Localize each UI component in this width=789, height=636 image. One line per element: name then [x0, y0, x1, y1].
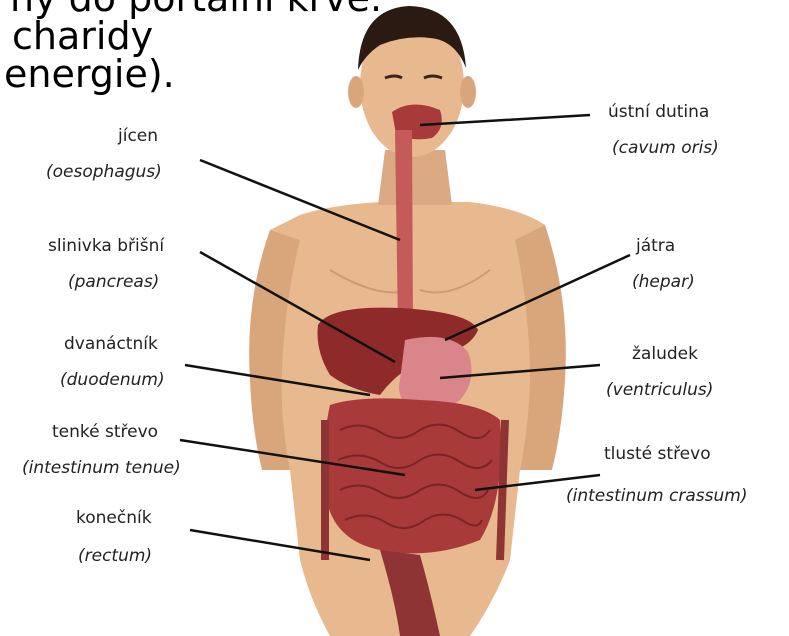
- label-zaludek-latin: (ventriculus): [606, 380, 713, 400]
- label-zaludek: žaludek: [632, 344, 698, 364]
- label-konecnik-latin: (rectum): [78, 546, 152, 566]
- label-ustni-dutina: ústní dutina: [608, 102, 709, 122]
- label-jicen-latin: (oesophagus): [46, 162, 162, 182]
- label-slinivka-latin: (pancreas): [68, 272, 159, 292]
- label-jatra: játra: [636, 236, 675, 256]
- label-slinivka: slinivka břišní: [48, 236, 164, 256]
- label-dvanactnik-latin: (duodenum): [60, 370, 165, 390]
- label-tluste-strevo: tlusté střevo: [604, 444, 711, 464]
- label-konecnik: konečník: [76, 508, 152, 528]
- label-tenke-strevo-latin: (intestinum tenue): [22, 458, 181, 478]
- label-jatra-latin: (hepar): [632, 272, 695, 292]
- label-tenke-strevo: tenké střevo: [52, 422, 158, 442]
- label-ustni-dutina-latin: (cavum oris): [612, 138, 719, 158]
- label-dvanactnik: dvanáctník: [64, 334, 158, 354]
- label-tluste-strevo-latin: (intestinum crassum): [566, 486, 747, 506]
- label-jicen: jícen: [118, 126, 158, 146]
